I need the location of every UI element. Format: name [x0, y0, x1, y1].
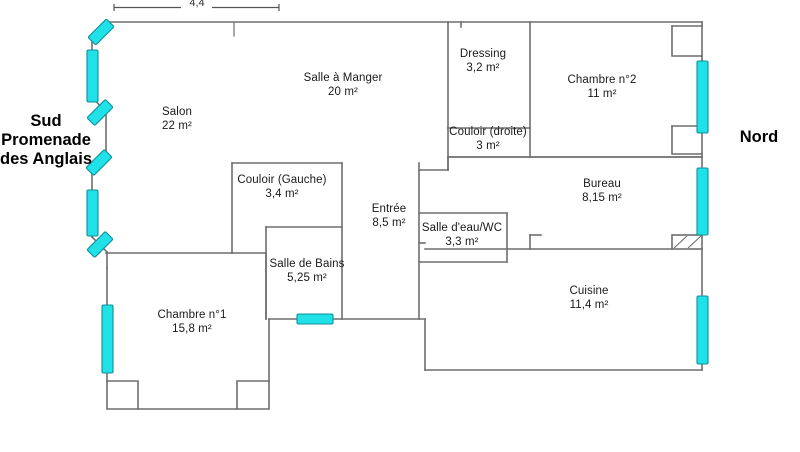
compass-south-line1: Sud — [30, 112, 62, 130]
interior-wall-salon-couloir — [105, 162, 343, 254]
window-south-vertical-3 — [101, 304, 114, 374]
window-north-1 — [696, 60, 709, 134]
compass-south-line2: Promenade — [1, 131, 91, 149]
compass-label-north: Nord — [739, 128, 779, 146]
window-south-diagonal-4 — [86, 231, 114, 258]
window-south-vertical-2 — [86, 189, 99, 237]
compass-label-south: Sud Promenade des Anglais — [0, 112, 92, 169]
compass-south-line3: des Anglais — [0, 150, 92, 168]
window-north-3 — [696, 295, 709, 365]
dimension-label-top-width: 4,4 — [189, 0, 205, 9]
window-south-vertical-1 — [86, 49, 99, 103]
interior-wall-entree — [418, 162, 508, 320]
interior-wall-couloir-gauche — [265, 162, 343, 320]
dimension-top-width — [113, 4, 280, 11]
interior-wall-dressing — [418, 21, 531, 171]
interior-wall-bureau — [424, 156, 703, 250]
exterior-wall-bottom — [106, 318, 703, 410]
window-south-diagonal-3 — [85, 149, 113, 176]
exterior-wall-top — [104, 21, 703, 37]
door-cuisine-hatched — [671, 234, 703, 250]
window-south-diagonal-2 — [86, 99, 114, 126]
balcony-recess-north-1 — [671, 25, 703, 57]
window-south-diagonal-1 — [87, 18, 115, 46]
window-north-2 — [696, 167, 709, 236]
window-interior-salle-de-bains — [296, 313, 334, 325]
